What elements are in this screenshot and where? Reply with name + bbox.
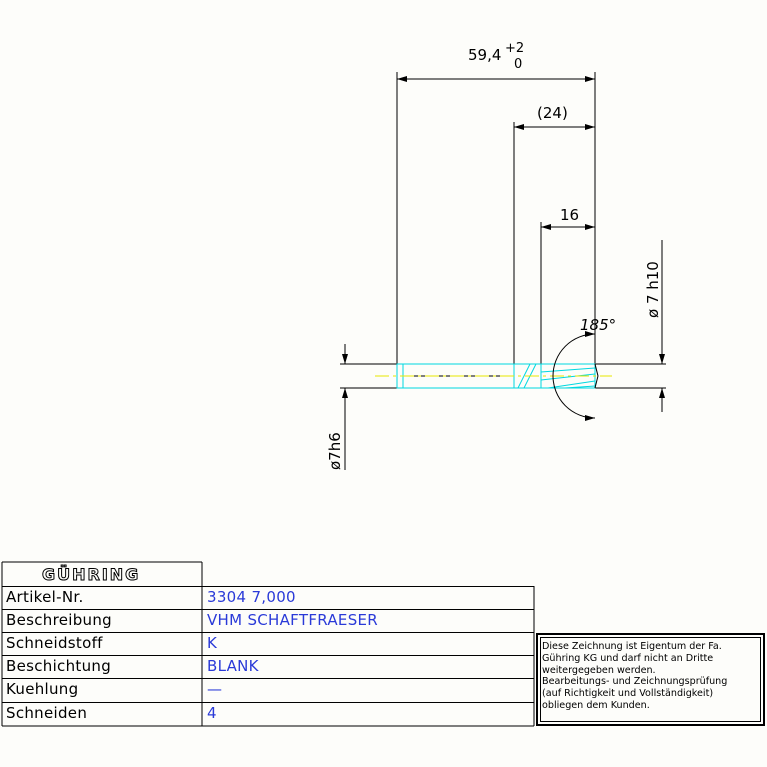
row-label: Schneiden (6, 704, 88, 722)
note-line: (auf Richtigkeit und Vollständigkeit) (542, 688, 714, 700)
cut-length-text: 16 (560, 206, 579, 224)
guhring-logo: GÜHRING (41, 565, 141, 585)
row-label: Beschreibung (6, 611, 112, 629)
point-angle-text: 185° (580, 316, 616, 334)
title-row-schneiden: Schneiden 4 (2, 702, 534, 725)
title-row-kuehlung: Kuehlung — (2, 678, 534, 701)
flute-ref-text: (24) (537, 104, 568, 122)
note-line: weitergegeben werden. (542, 664, 656, 676)
left-diameter-text: ø7h6 (326, 432, 344, 470)
point-angle-arc (552, 331, 599, 421)
note-line: Diese Zeichnung ist Eigentum der Fa. (542, 641, 722, 652)
title-row-beschreibung: Beschreibung VHM SCHAFTFRAESER (2, 609, 534, 632)
row-label: Kuehlung (6, 680, 79, 698)
title-row-beschichtung: Beschichtung BLANK (2, 655, 534, 678)
note-inner-frame (540, 637, 761, 722)
right-diameter-text: ø 7 h10 (644, 261, 662, 318)
dimension-lines (397, 76, 595, 230)
row-value: BLANK (207, 657, 259, 675)
note-line: Bearbeitungs- und Zeichnungsprüfung (542, 676, 728, 688)
row-value: 4 (207, 704, 217, 722)
title-block: GÜHRING Artikel-Nr. 3304 7,000 Beschreib… (2, 562, 534, 726)
row-value: K (207, 634, 218, 652)
note-line: Gühring KG und darf nicht an Dritte (542, 652, 714, 664)
overall-length-text: 59,4 (468, 46, 501, 64)
title-row-artikel: Artikel-Nr. 3304 7,000 (2, 586, 534, 609)
ownership-note-box: Diese Zeichnung ist Eigentum der Fa. Güh… (536, 633, 765, 726)
overall-tol-upper: +2 (505, 41, 524, 56)
title-row-schneidstoff: Schneidstoff K (2, 632, 534, 655)
note-line: obliegen dem Kunden. (542, 699, 650, 711)
extension-lines (396, 72, 596, 364)
row-value: VHM SCHAFTFRAESER (207, 611, 379, 629)
row-label: Beschichtung (6, 657, 112, 675)
row-value: 3304 7,000 (207, 588, 296, 606)
row-label: Artikel-Nr. (6, 588, 84, 606)
row-value: — (207, 680, 223, 698)
title-block-frame (1, 561, 535, 727)
row-label: Schneidstoff (6, 634, 103, 652)
overall-tol-lower: 0 (514, 57, 522, 72)
